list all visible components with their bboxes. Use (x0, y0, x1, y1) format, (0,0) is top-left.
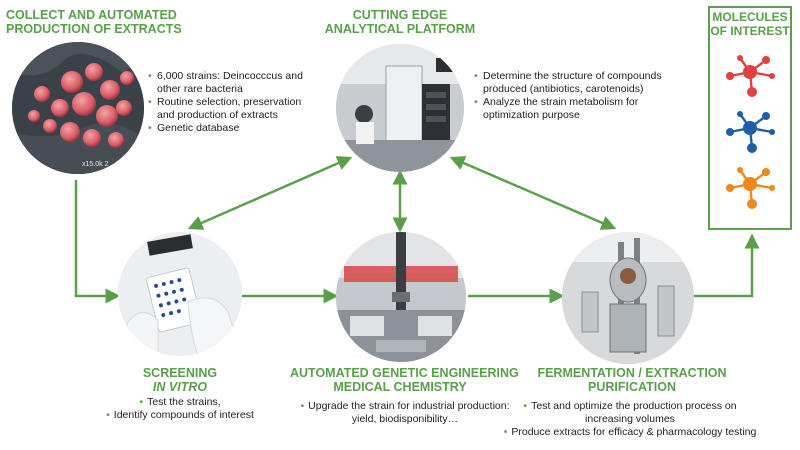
molecules-title: MOLECULES OF INTEREST (710, 10, 790, 38)
engineering-heading: AUTOMATED GENETIC ENGINEERING MEDICAL CH… (290, 366, 519, 394)
collect-bullet-2: Routine selection, preservation and prod… (148, 96, 318, 122)
screening-title-line2: IN VITRO (152, 380, 208, 394)
collect-bullet-1: 6,000 strains: Deincocccus and other rar… (148, 70, 318, 96)
screening-bullets: Test the strains, Identify compounds of … (90, 396, 270, 422)
fermentation-bullet-2: Produce extracts for efficacy & pharmaco… (500, 426, 760, 439)
engineering-bullets: Upgrade the strain for industrial produc… (300, 400, 510, 426)
molecules-title-line2: OF INTEREST (710, 24, 790, 38)
genetic-engineering-lab-image (336, 232, 466, 362)
analytical-bullet-2: Analyze the strain metabolism for optimi… (474, 96, 664, 122)
collect-bullets: 6,000 strains: Deincocccus and other rar… (148, 70, 318, 135)
screening-title-line1: SCREENING (142, 366, 218, 380)
molecule-icon-red (726, 55, 775, 97)
fermentation-title-line1: FERMENTATION / EXTRACTION (537, 366, 727, 380)
fermentation-heading: FERMENTATION / EXTRACTION PURIFICATION (532, 366, 732, 394)
molecule-icon-blue (726, 111, 775, 153)
screening-bullet-1: Test the strains, (90, 396, 270, 409)
collect-title-line2: PRODUCTION OF EXTRACTS (6, 22, 182, 36)
molecule-icon-orange (726, 167, 775, 209)
fermentation-bullets: Test and optimize the production process… (500, 400, 760, 439)
arrow-fermentation-to-molecules (694, 233, 760, 298)
analytical-lab-image (336, 44, 464, 172)
fermentation-title-line2: PURIFICATION (588, 380, 676, 394)
analytical-heading: CUTTING EDGE ANALYTICAL PLATFORM (320, 8, 480, 36)
molecules-title-line1: MOLECULES (712, 10, 788, 24)
arrow-analytical-fermentation (449, 156, 617, 230)
arrow-collect-to-screening (74, 180, 121, 304)
arrow-analytical-screening (187, 156, 353, 230)
analytical-title-line2: ANALYTICAL PLATFORM (324, 22, 476, 36)
molecules-box: MOLECULES OF INTEREST (708, 6, 792, 230)
analytical-title-line1: CUTTING EDGE (352, 8, 448, 22)
fermentation-bullet-1: Test and optimize the production process… (500, 400, 760, 426)
collect-heading: COLLECT AND AUTOMATED PRODUCTION OF EXTR… (6, 8, 182, 36)
analytical-bullet-1: Determine the structure of compounds pro… (474, 70, 664, 96)
engineering-title-line1: AUTOMATED GENETIC ENGINEERING (290, 366, 519, 380)
scale-label: x15.0k 2 (82, 161, 109, 168)
screening-bullet-2: Identify compounds of interest (90, 409, 270, 422)
molecule-icons (726, 55, 775, 209)
screening-heading: SCREENING IN VITRO (100, 366, 260, 394)
collect-bullet-3: Genetic database (148, 122, 318, 135)
analytical-bullets: Determine the structure of compounds pro… (474, 70, 664, 122)
collect-title-line1: COLLECT AND AUTOMATED (6, 8, 177, 22)
bacteria-image: x15.0k 2 (12, 42, 144, 174)
screening-microplate-image (118, 232, 242, 356)
engineering-title-line2: MEDICAL CHEMISTRY (333, 380, 467, 394)
fermentation-bioreactor-image (562, 232, 694, 364)
engineering-bullet-1: Upgrade the strain for industrial produc… (300, 400, 510, 426)
